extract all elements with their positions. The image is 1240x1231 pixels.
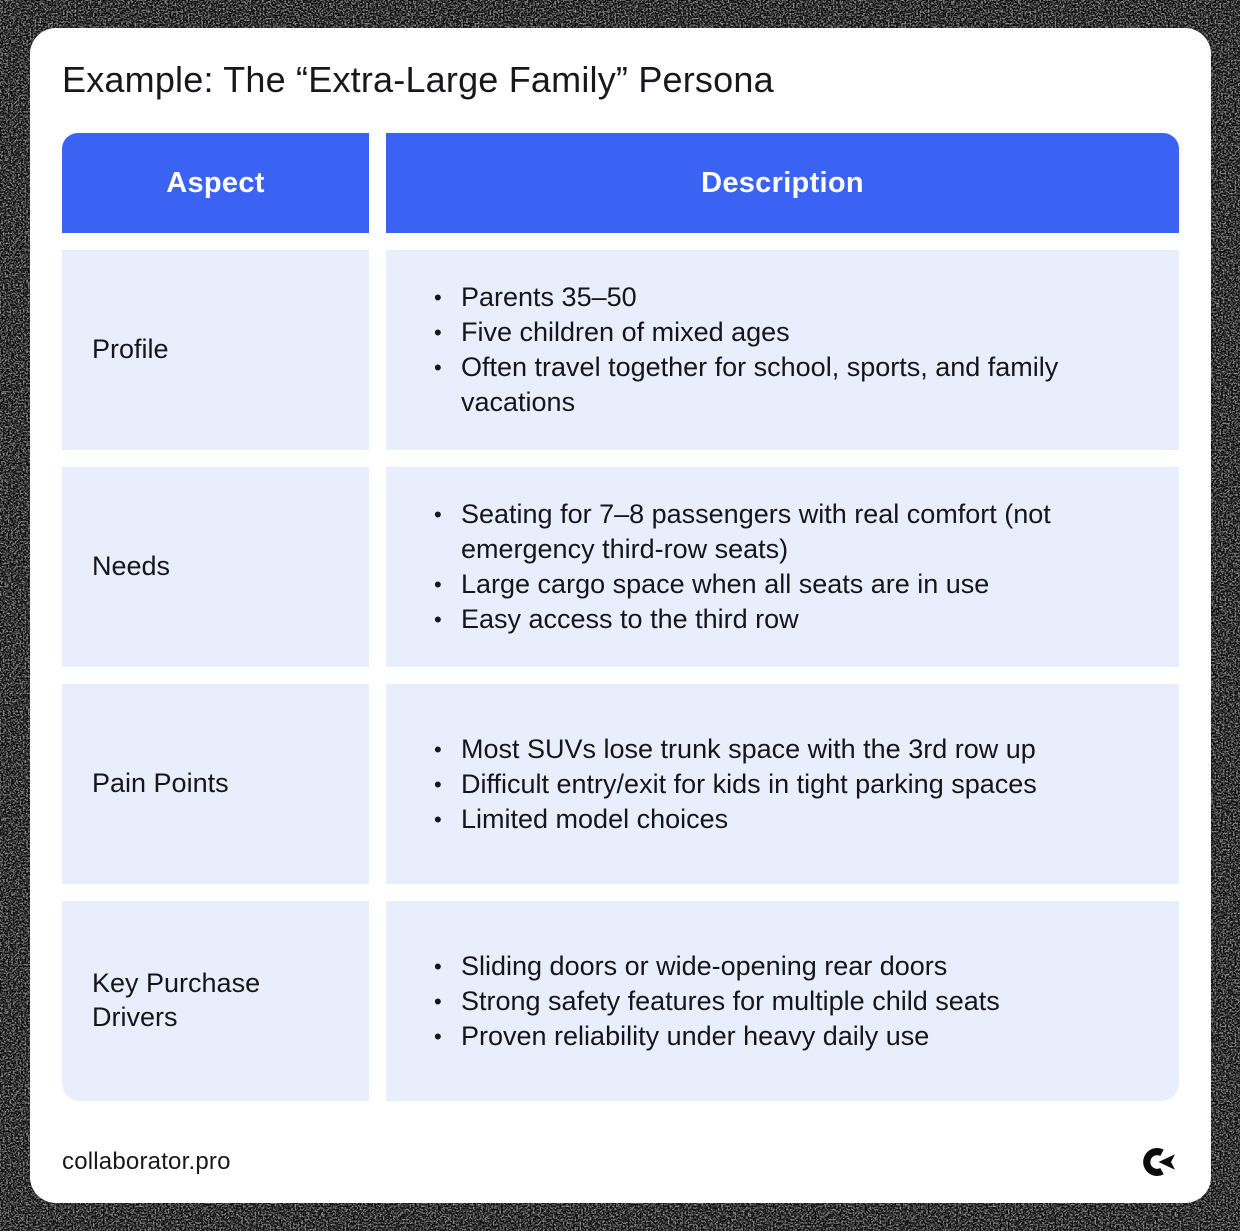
bullet-dot-icon: • xyxy=(434,953,442,979)
bullet-dot-icon: • xyxy=(434,572,442,598)
bullet-item: • Difficult entry/exit for kids in tight … xyxy=(434,767,1037,802)
bullet-dot-icon: • xyxy=(434,771,442,797)
bullet-text: Five children of mixed ages xyxy=(461,317,790,348)
bullet-item: • Parents 35–50 xyxy=(434,280,1123,315)
column-header-description: Description xyxy=(386,133,1179,234)
aspect-cell: Pain Points xyxy=(62,684,369,885)
bullet-text: Limited model choices xyxy=(461,803,729,834)
aspect-label: Profile xyxy=(92,334,169,365)
description-cell: • Seating for 7–8 passengers with real co… xyxy=(386,467,1179,668)
aspect-cell: Needs xyxy=(62,467,369,668)
bullet-text: Proven reliability under heavy daily use xyxy=(461,1020,930,1051)
aspect-cell: Profile xyxy=(62,250,369,451)
bullet-dot-icon: • xyxy=(434,320,442,346)
bullet-dot-icon: • xyxy=(434,285,442,311)
bullet-dot-icon: • xyxy=(434,1023,442,1049)
content-card: Example: The “Extra-Large Family” Person… xyxy=(30,28,1211,1203)
bullet-list: • Sliding doors or wide-opening rear door… xyxy=(434,949,1000,1054)
bullet-item: • Strong safety features for multiple chi… xyxy=(434,984,1000,1019)
bullet-text: Seating for 7–8 passengers with real com… xyxy=(461,499,1051,565)
bullet-text: Large cargo space when all seats are in … xyxy=(461,569,990,600)
description-cell: • Most SUVs lose trunk space with the 3rd… xyxy=(386,684,1179,885)
bullet-item: • Five children of mixed ages xyxy=(434,315,1123,350)
bullet-dot-icon: • xyxy=(434,502,442,528)
bullet-list: • Parents 35–50 • Five children of mixed ag… xyxy=(434,280,1123,420)
bullet-list: • Most SUVs lose trunk space with the 3rd… xyxy=(434,732,1037,837)
bullet-text: Parents 35–50 xyxy=(461,282,637,313)
bullet-list: • Seating for 7–8 passengers with real co… xyxy=(434,497,1123,637)
bullet-text: Strong safety features for multiple chil… xyxy=(461,985,1000,1016)
bullet-text: Most SUVs lose trunk space with the 3rd … xyxy=(461,733,1036,764)
bullet-dot-icon: • xyxy=(434,736,442,762)
bullet-item: • Sliding doors or wide-opening rear door… xyxy=(434,949,1000,984)
collaborator-logo-icon xyxy=(1139,1147,1177,1177)
description-cell: • Parents 35–50 • Five children of mixed ag… xyxy=(386,250,1179,451)
aspect-cell: Key Purchase Drivers xyxy=(62,901,369,1102)
bullet-dot-icon: • xyxy=(434,355,442,381)
bullet-dot-icon: • xyxy=(434,607,442,633)
aspect-label: Pain Points xyxy=(92,768,229,799)
footer: collaborator.pro xyxy=(62,1147,1177,1177)
column-header-aspect: Aspect xyxy=(62,133,369,234)
bullet-item: • Proven reliability under heavy daily us… xyxy=(434,1019,1000,1054)
bullet-item: • Often travel together for school, sport… xyxy=(434,350,1123,420)
aspect-label: Needs xyxy=(92,551,171,582)
bullet-item: • Seating for 7–8 passengers with real co… xyxy=(434,497,1123,567)
page-title: Example: The “Extra-Large Family” Person… xyxy=(62,59,774,100)
bullet-text: Often travel together for school, sports… xyxy=(461,352,1059,418)
brand-text: collaborator.pro xyxy=(62,1148,231,1175)
aspect-label: Key Purchase Drivers xyxy=(92,968,261,1033)
bullet-item: • Most SUVs lose trunk space with the 3rd… xyxy=(434,732,1037,767)
description-cell: • Sliding doors or wide-opening rear door… xyxy=(386,901,1179,1102)
bullet-item: • Limited model choices xyxy=(434,802,1037,837)
bullet-item: • Large cargo space when all seats are in… xyxy=(434,567,1123,602)
bullet-text: Easy access to the third row xyxy=(461,604,799,635)
persona-table: Aspect Description Profile • Parents 35–5… xyxy=(62,133,1179,1102)
bullet-dot-icon: • xyxy=(434,806,442,832)
bullet-dot-icon: • xyxy=(434,988,442,1014)
bullet-item: • Easy access to the third row xyxy=(434,602,1123,637)
bullet-text: Sliding doors or wide-opening rear doors xyxy=(461,950,948,981)
bullet-text: Difficult entry/exit for kids in tight p… xyxy=(461,768,1037,799)
